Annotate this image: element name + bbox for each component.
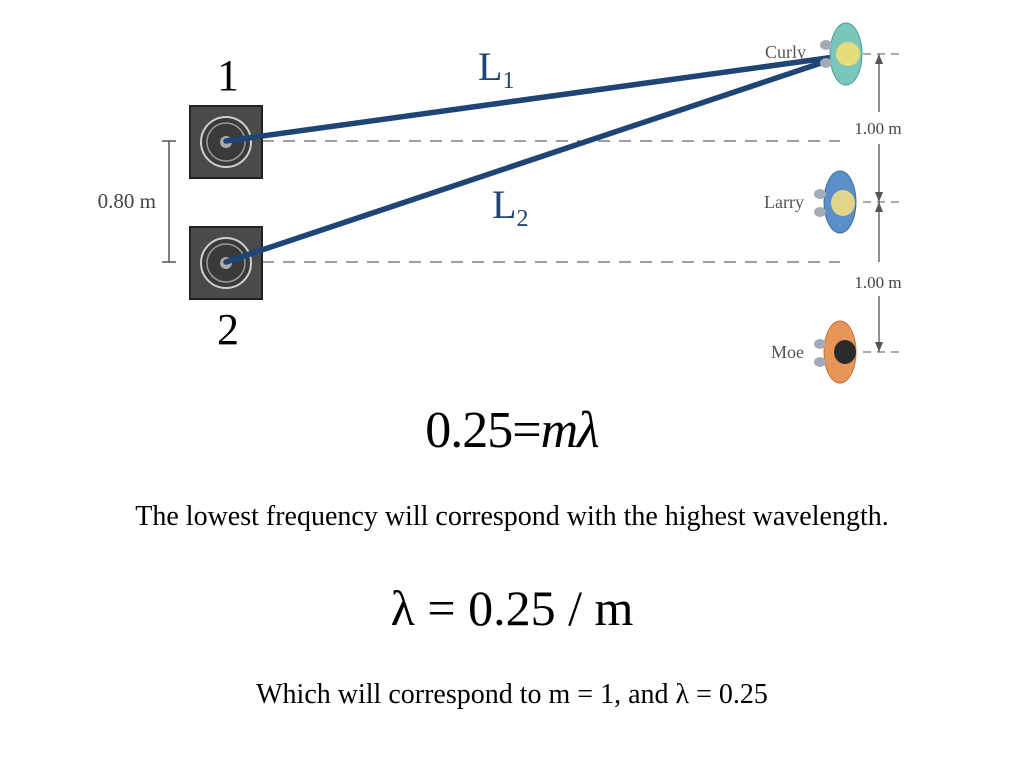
speaker-separation-label: 0.80 m [98, 189, 156, 213]
equation-constant: 0.25 [425, 402, 513, 459]
speaker-separation-dimension [162, 140, 176, 263]
equation-m: m [540, 402, 579, 459]
wavelength-equation: λ = 0.25 / m [390, 580, 634, 636]
path-line-L2 [223, 53, 845, 265]
path-1-label: L1 [478, 44, 514, 94]
moe-figure [814, 320, 857, 384]
conclusion-text: Which will correspond to m = 1, and λ = … [256, 679, 768, 710]
path-line-L1 [223, 53, 845, 144]
equation-equals: = [512, 402, 541, 459]
path-2-label: L2 [492, 182, 528, 232]
larry-figure [814, 170, 857, 234]
equation-lambda: λ [577, 402, 600, 459]
interference-diagram: 1 2 0.80 m L1 L2 1.00 m 1.00 m Curly [98, 22, 902, 384]
speaker-2-number: 2 [217, 305, 239, 354]
spacing-larry-moe-label: 1.00 m [854, 273, 901, 292]
main-equation: 0.25=mλ [0, 395, 1024, 467]
explanation-text: The lowest frequency will correspond wit… [135, 501, 889, 532]
curly-figure [820, 22, 863, 86]
speaker-1-number: 1 [217, 51, 239, 100]
listener-name-curly: Curly [765, 42, 806, 62]
listener-name-larry: Larry [764, 192, 804, 212]
listener-name-moe: Moe [771, 342, 804, 362]
listener-spacing-dimension [863, 53, 900, 353]
spacing-curly-larry-label: 1.00 m [854, 119, 901, 138]
